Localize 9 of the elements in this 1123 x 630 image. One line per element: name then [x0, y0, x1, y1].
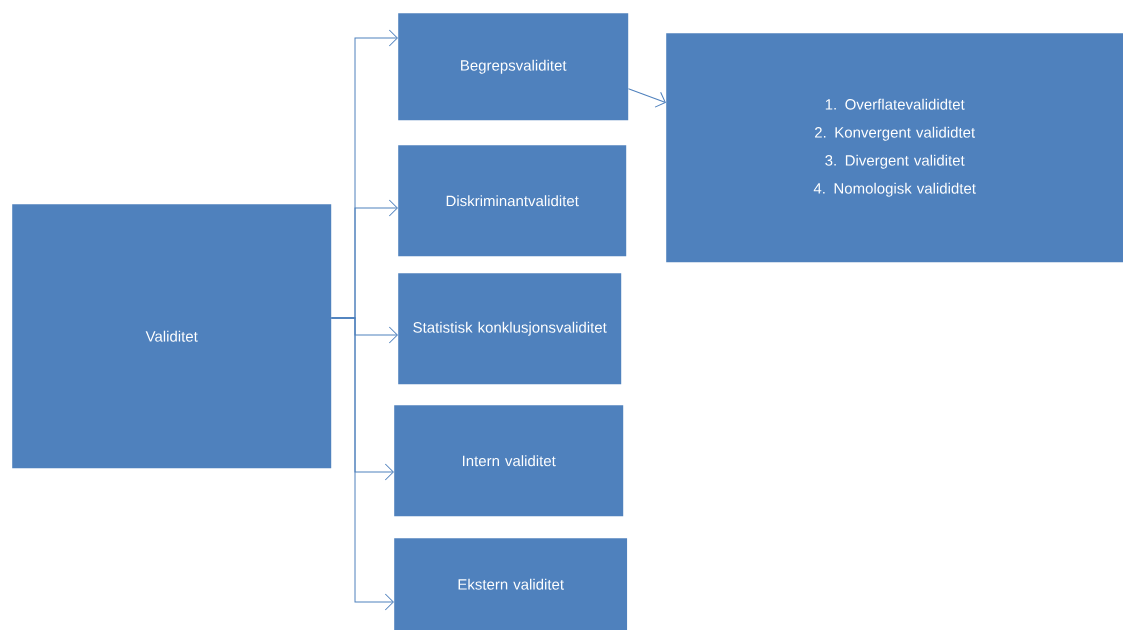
arrow [330, 317, 394, 611]
process-box: Statistisk konklusjonsvaliditet [398, 273, 622, 385]
list-box: 1. Overflatevalididtet 2. Konvergent valididtet 3. Divergent validitet 4. Nomologisk valididtet [666, 33, 1123, 263]
process-box: Ekstern validitet [394, 538, 628, 630]
arrow [627, 88, 666, 108]
process-box: Diskriminantvaliditet [398, 145, 627, 257]
process-box: Intern validitet [394, 405, 624, 517]
process-box: Validitet [12, 204, 332, 469]
process-box: Begrepsvaliditet [398, 13, 629, 121]
